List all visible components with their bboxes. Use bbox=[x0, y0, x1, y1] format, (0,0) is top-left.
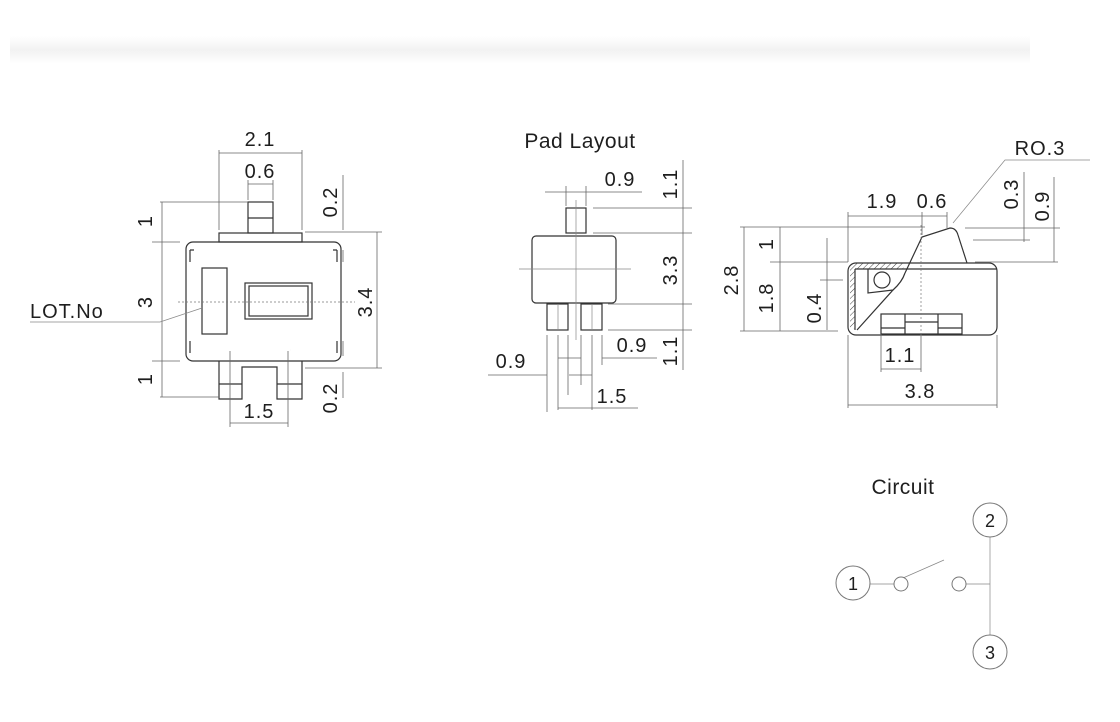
dim-left-pad-width: 0.9 bbox=[496, 351, 527, 373]
dim-width-total: 2.1 bbox=[245, 129, 276, 151]
terminal-2-label: 2 bbox=[985, 511, 995, 531]
terminal-1: 1 bbox=[835, 565, 871, 601]
side-view-outline bbox=[847, 225, 998, 336]
dim-side-overall-height: 2.8 bbox=[721, 265, 743, 296]
dim-top-pad-height: 1.1 bbox=[660, 169, 682, 200]
dim-right-pad-width: 0.9 bbox=[617, 335, 648, 357]
circuit-title: Circuit bbox=[871, 476, 934, 499]
terminal-1-label: 1 bbox=[848, 574, 858, 594]
dim-terminal-offset: 1.1 bbox=[885, 345, 916, 367]
dim-side-body-height: 1.8 bbox=[756, 283, 778, 314]
dim-actuator-width: 0.6 bbox=[245, 161, 276, 183]
pad-layout-title: Pad Layout bbox=[524, 130, 635, 153]
dim-radius-drop: 0.3 bbox=[1001, 179, 1023, 210]
pad-layout: Pad Layout 0.9 1.1 3.3 1.1 0.9 0.9 1.5 bbox=[488, 130, 692, 412]
dim-bottom-gap: 0.2 bbox=[320, 383, 342, 414]
front-view: 2.1 0.6 0.2 3.4 0.2 1 3 1 1.5 LOT.No bbox=[30, 129, 382, 427]
lot-number-label: LOT.No bbox=[30, 301, 104, 323]
pad-layout-dimensions bbox=[488, 160, 692, 412]
dim-pad-pitch: 1.5 bbox=[597, 386, 628, 408]
dim-bottom-offset: 1 bbox=[135, 373, 157, 385]
dim-body-height: 3 bbox=[135, 296, 157, 308]
dim-body-span: 3.3 bbox=[660, 255, 682, 286]
front-view-outline bbox=[178, 201, 355, 400]
dim-overall-height: 3.4 bbox=[355, 287, 377, 318]
terminal-2: 2 bbox=[972, 502, 1008, 538]
dim-top-gap: 0.2 bbox=[320, 187, 342, 218]
pad-layout-outline bbox=[519, 200, 631, 340]
dim-actuator-height: 0.9 bbox=[1032, 191, 1054, 222]
switch-contact-common bbox=[893, 576, 909, 592]
dim-actuator-top: 0.6 bbox=[917, 191, 948, 213]
dim-top-pad-width: 0.9 bbox=[605, 169, 636, 191]
switch-contact-output bbox=[951, 576, 967, 592]
side-view: RO.3 1.9 0.6 0.3 0.9 2.8 1 1.8 0.4 1.1 3… bbox=[721, 138, 1090, 408]
radius-label: RO.3 bbox=[1015, 138, 1066, 160]
header-band bbox=[10, 36, 1030, 64]
side-view-dimensions bbox=[740, 159, 1090, 408]
circuit-diagram: Circuit 1 2 3 bbox=[835, 476, 1008, 670]
dim-terminal-pitch: 1.5 bbox=[244, 401, 275, 423]
terminal-3: 3 bbox=[972, 634, 1008, 670]
dim-pocket-height: 0.4 bbox=[804, 293, 826, 324]
dim-overall-length: 3.8 bbox=[905, 381, 936, 403]
dim-top-offset: 1 bbox=[135, 215, 157, 227]
dim-bottom-pad-height: 1.1 bbox=[660, 336, 682, 367]
dim-actuator-offset: 1 bbox=[756, 238, 778, 250]
terminal-3-label: 3 bbox=[985, 643, 995, 663]
dim-to-actuator: 1.9 bbox=[867, 191, 898, 213]
front-view-dimensions bbox=[30, 150, 382, 427]
